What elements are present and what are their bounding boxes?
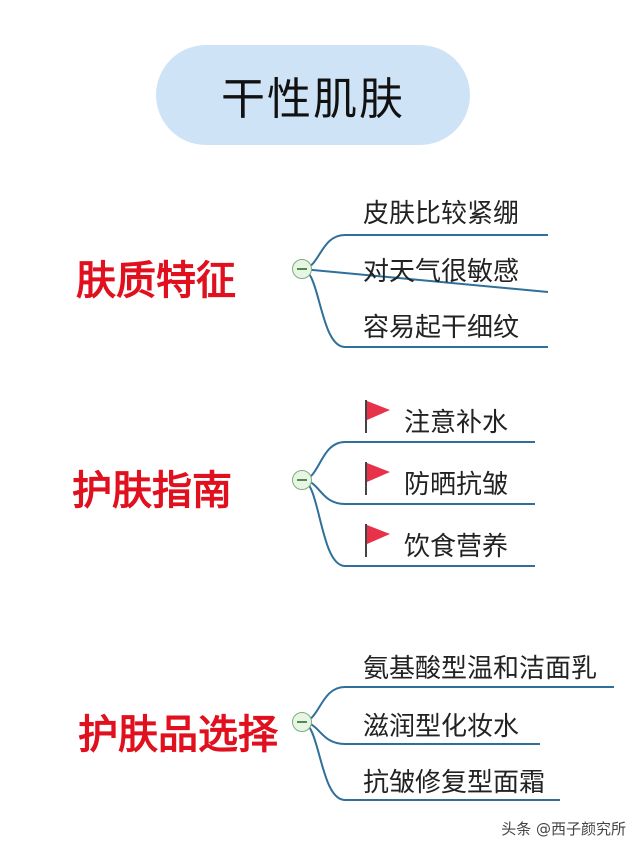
branch-item: 饮食营养	[404, 532, 509, 562]
section-title: 护肤指南	[72, 468, 232, 514]
branch-item: 对天气很敏感	[363, 257, 520, 287]
branch-item: 皮肤比较紧绷	[363, 199, 520, 229]
section-skin-traits: 肤质特征 皮肤比较紧绷 对天气很敏感 容易起干细纹	[0, 175, 640, 365]
watermark: 头条 @西子颜究所	[501, 820, 626, 838]
section-title: 肤质特征	[76, 258, 236, 304]
branch-lines	[301, 441, 535, 567]
collapse-icon[interactable]	[292, 470, 312, 490]
red-flag-icon	[365, 462, 390, 495]
page-title: 干性肌肤	[156, 45, 470, 145]
branch-item: 滋润型化妆水	[363, 712, 520, 742]
collapse-icon[interactable]	[292, 259, 312, 279]
red-flag-icon	[365, 400, 390, 433]
red-flag-icon	[365, 524, 390, 557]
section-care-guide: 护肤指南 注意补水 防晒抗皱 饮食营养	[0, 390, 640, 580]
branch-item: 氨基酸型温和洁面乳	[363, 654, 598, 684]
branch-item: 注意补水	[404, 408, 509, 438]
section-product-choice: 护肤品选择 氨基酸型温和洁面乳 滋润型化妆水 抗皱修复型面霜	[0, 630, 640, 810]
branch-item: 抗皱修复型面霜	[363, 768, 546, 798]
branch-lines	[301, 234, 549, 348]
branch-item: 防晒抗皱	[404, 470, 509, 500]
section-title: 护肤品选择	[78, 712, 278, 758]
branch-item: 容易起干细纹	[363, 313, 520, 343]
collapse-icon[interactable]	[292, 712, 312, 732]
